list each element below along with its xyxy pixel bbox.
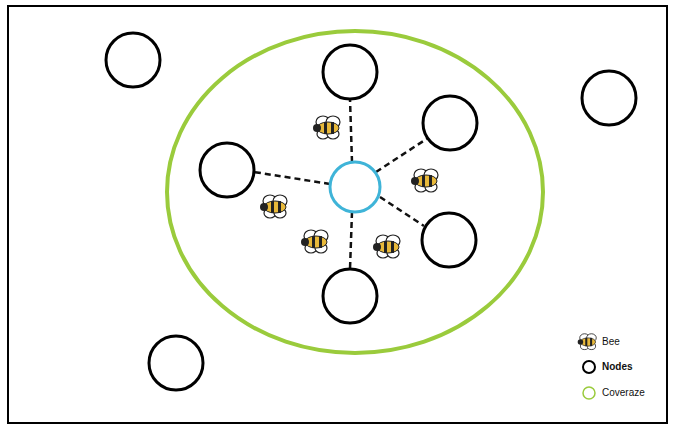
frame [8, 6, 667, 423]
legend-label: Coveraze [602, 387, 645, 399]
links [254, 99, 428, 269]
bees [260, 116, 438, 258]
legend-label: Nodes [602, 361, 633, 373]
coverage-area [167, 31, 543, 353]
cluster-head [330, 162, 380, 212]
legend-samples [578, 334, 597, 399]
sensor-nodes [106, 33, 636, 390]
legend-label: Bee [602, 336, 620, 348]
